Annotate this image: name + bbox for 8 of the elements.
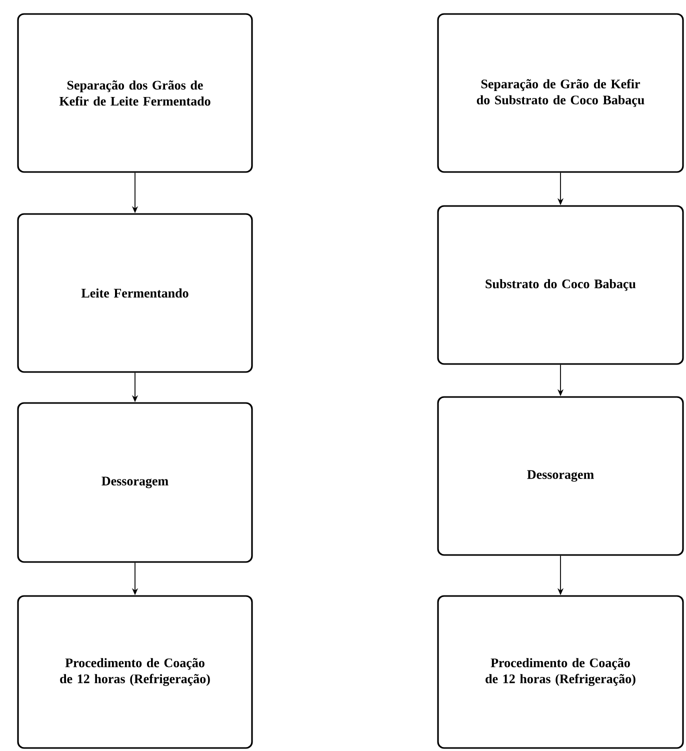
process-box: Separação dos Grãos de Kefir de Leite Fermentado xyxy=(17,13,253,173)
process-box: Leite Fermentando xyxy=(17,213,253,373)
process-box: Substrato do Coco Babaçu xyxy=(437,205,684,365)
process-box: Procedimento de Coação de 12 horas (Refrigeração) xyxy=(17,595,253,749)
process-box: Dessoragem xyxy=(437,396,684,556)
process-box: Separação de Grão de Kefir do Substrato de Coco Babaçu xyxy=(437,13,684,173)
process-box: Dessoragem xyxy=(17,402,253,563)
process-box: Procedimento de Coação de 12 horas (Refrigeração) xyxy=(437,595,684,749)
